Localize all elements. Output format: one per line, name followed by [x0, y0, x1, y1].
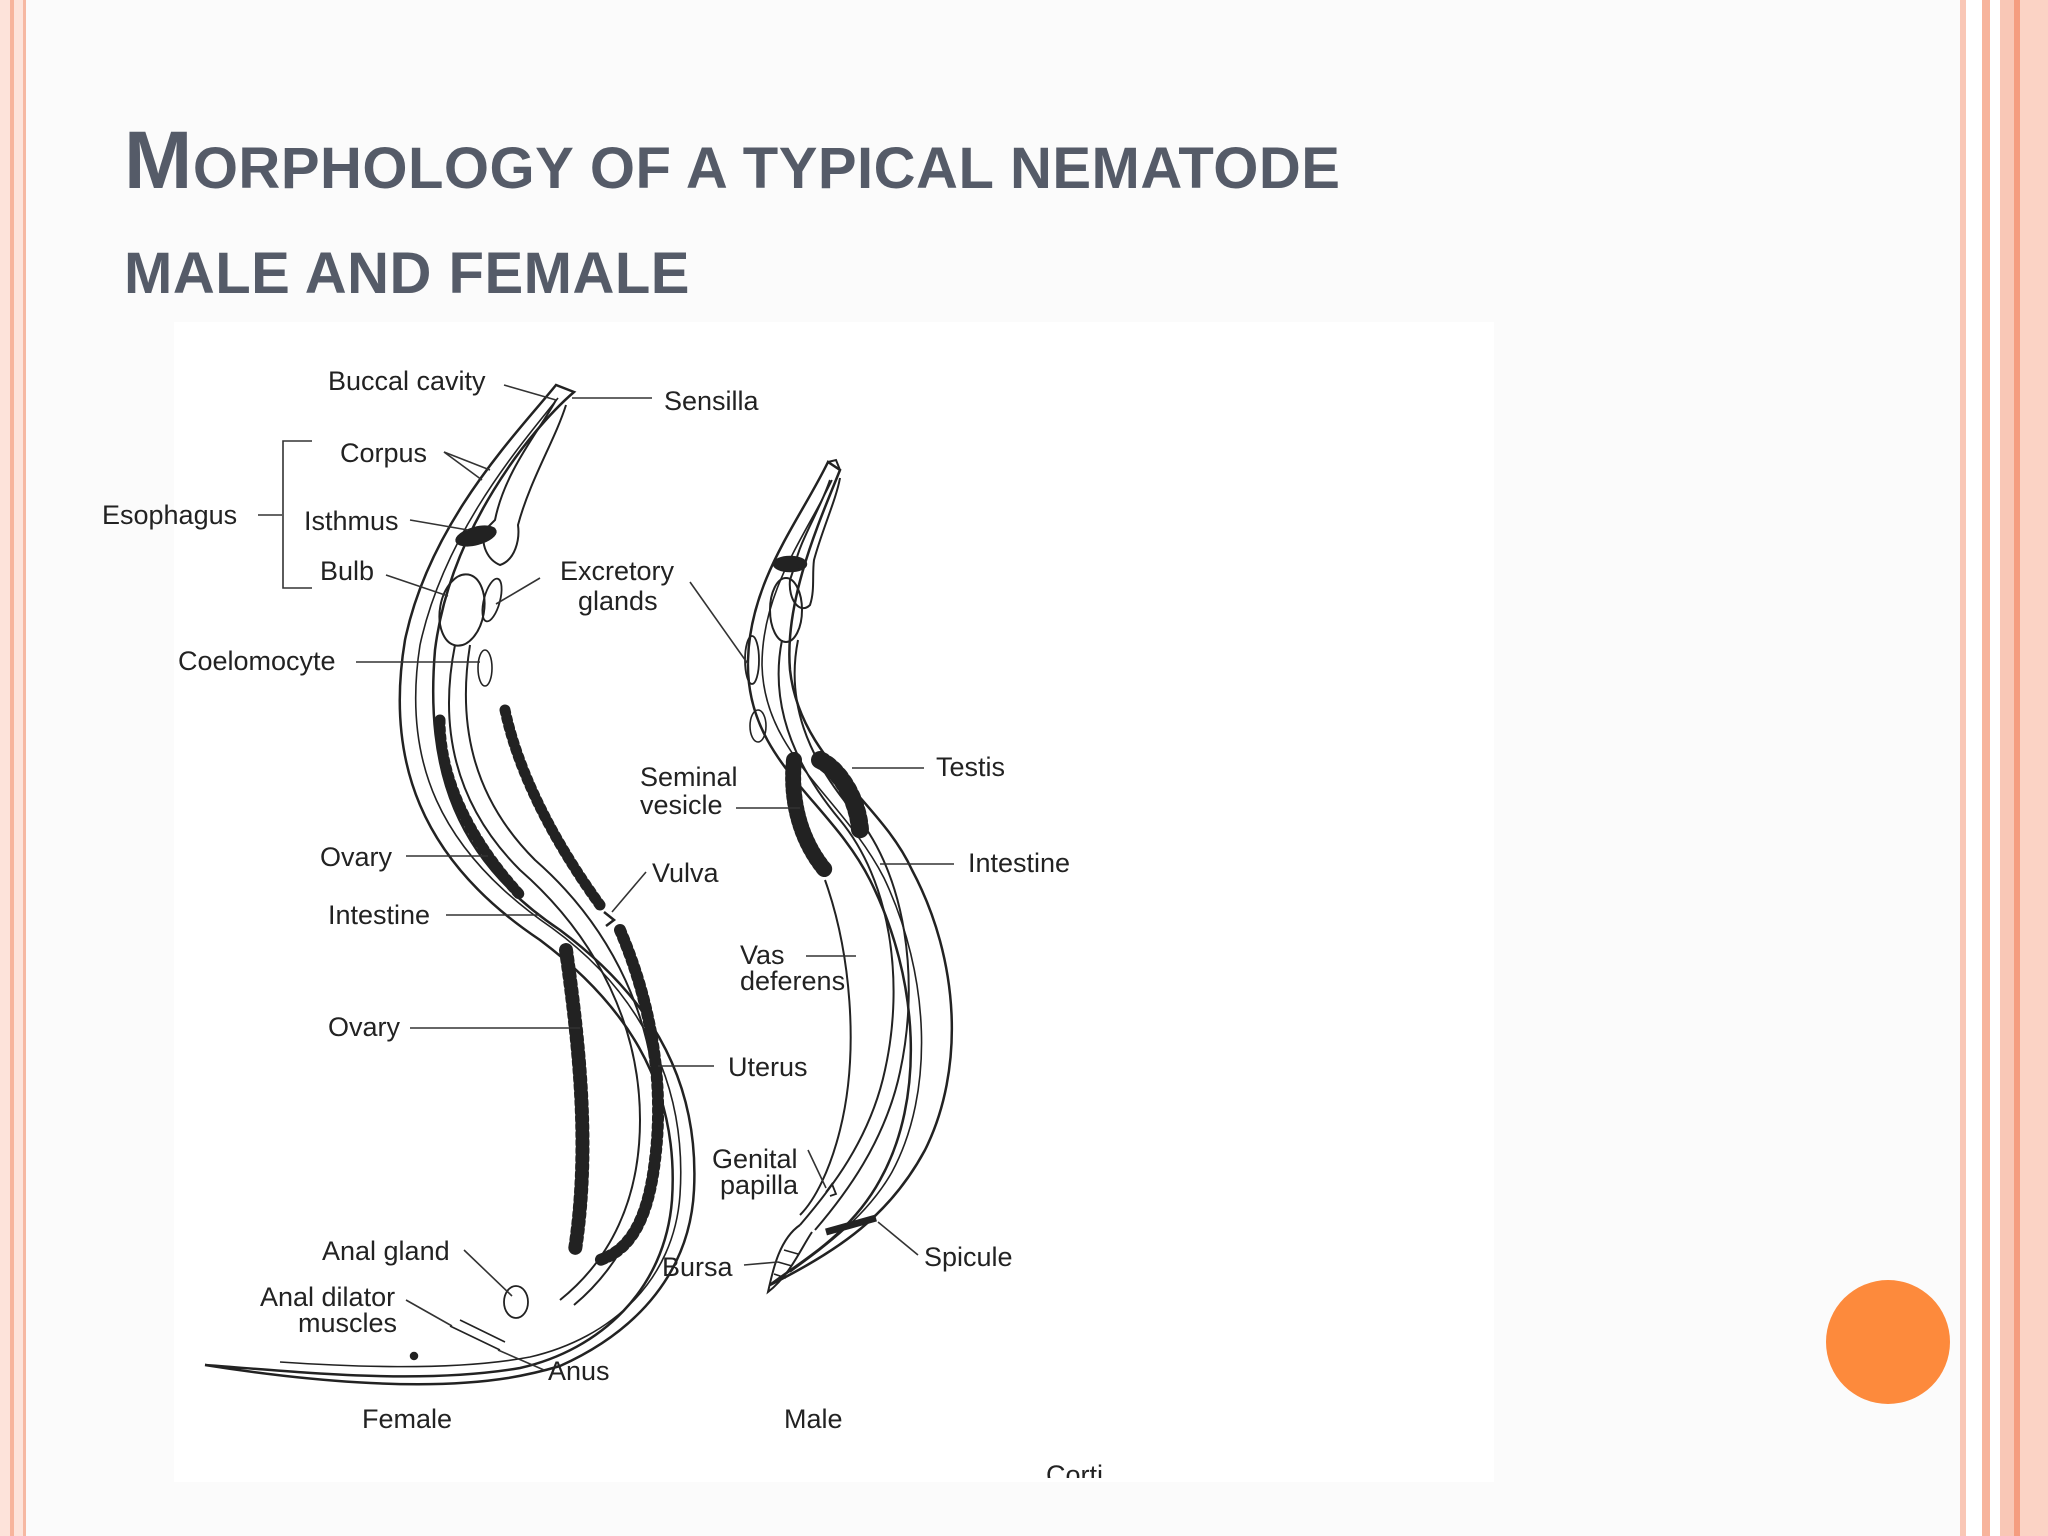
label-bursa: Bursa [662, 1252, 734, 1282]
label-isthmus: Isthmus [304, 506, 399, 536]
title-initial: M [124, 115, 193, 206]
female-ovary-band [499, 704, 606, 911]
label-buccal-cavity: Buccal cavity [328, 366, 486, 396]
label-vas-deferens-1: Vas [740, 940, 785, 970]
caption-male: Male [784, 1404, 843, 1434]
male-nerve-ring [772, 555, 808, 573]
female-vulva [603, 911, 617, 927]
male-bulb [769, 577, 803, 643]
male-coelomocyte [749, 709, 767, 743]
label-ovary-upper: Ovary [320, 842, 393, 872]
title-line-2: MALE AND FEMALE [124, 241, 690, 306]
caption-female: Female [362, 1404, 452, 1434]
label-intestine-male: Intestine [968, 848, 1070, 878]
female-intestine [448, 644, 642, 1301]
label-esophagus: Esophagus [102, 500, 237, 530]
male-body-outline [746, 460, 954, 1287]
label-spicule: Spicule [924, 1242, 1013, 1272]
female-anal-gland [503, 1285, 529, 1319]
label-genital-papilla-2: papilla [720, 1170, 799, 1200]
cropped-source-text: Corti [1046, 1460, 1103, 1490]
slide-title: MORPHOLOGY OF A TYPICAL NEMATODE MALE AN… [124, 108, 1724, 326]
left-border-line [10, 0, 14, 1536]
label-seminal-vesicle-1: Seminal [640, 762, 738, 792]
label-vas-deferens-2: deferens [740, 966, 845, 996]
label-anal-dilator-2: muscles [298, 1308, 397, 1338]
male-bursa [766, 1224, 813, 1295]
label-anal-dilator-1: Anal dilator [260, 1282, 395, 1312]
label-anus: Anus [548, 1356, 610, 1386]
male-esophagus [788, 477, 841, 610]
label-corpus: Corpus [340, 438, 427, 468]
label-ovary-lower: Ovary [328, 1012, 401, 1042]
male-nematode [744, 458, 954, 1295]
label-uterus: Uterus [728, 1052, 808, 1082]
label-intestine-female: Intestine [328, 900, 430, 930]
female-nerve-ring [455, 525, 497, 547]
label-anal-gland: Anal gland [322, 1236, 450, 1266]
female-nematode [204, 383, 696, 1386]
female-ovary-lower [559, 943, 590, 1257]
right-border [1960, 0, 2048, 1536]
male-vas-deferens [799, 879, 852, 1216]
label-vulva: Vulva [652, 858, 720, 888]
title-line-1-rest: ORPHOLOGY OF A TYPICAL NEMATODE [192, 136, 1341, 201]
female-uterus [594, 924, 665, 1266]
male-genital-papilla [825, 1182, 838, 1197]
accent-dot [1826, 1280, 1950, 1404]
diagram-panel [174, 322, 1494, 1482]
male-testis [811, 751, 869, 839]
female-body-outline [204, 383, 696, 1386]
male-head [827, 458, 841, 471]
label-excretory-glands-1: Excretory [560, 556, 675, 586]
title-line-1: MORPHOLOGY OF A TYPICAL NEMATODE [124, 108, 1724, 221]
female-coelomocyte [477, 649, 493, 687]
leader-lines [258, 384, 954, 1371]
female-ovary-upper [434, 714, 526, 901]
female-anal-muscles [449, 1319, 506, 1351]
female-corpus [482, 399, 567, 567]
label-excretory-glands-2: glands [578, 586, 658, 616]
label-testis: Testis [936, 752, 1005, 782]
male-intestine [777, 639, 895, 1226]
diagram-labels: Buccal cavity Sensilla Corpus Esophagus … [102, 366, 1070, 1434]
label-sensilla: Sensilla [664, 386, 760, 416]
label-coelomocyte: Coelomocyte [178, 646, 336, 676]
label-seminal-vesicle-2: vesicle [640, 790, 723, 820]
label-genital-papilla-1: Genital [712, 1144, 798, 1174]
male-seminal-vesicle [785, 752, 833, 878]
label-bulb: Bulb [320, 556, 374, 586]
male-spicule [825, 1214, 877, 1236]
